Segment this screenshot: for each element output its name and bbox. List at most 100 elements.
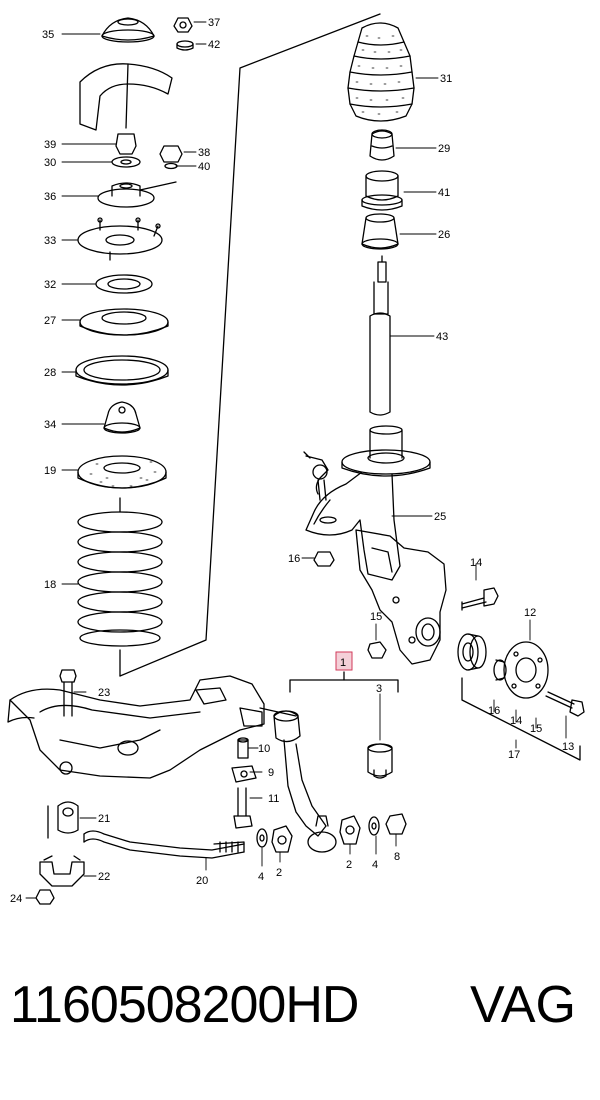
callout-bracket [289, 671, 399, 693]
callout-26: 26 [438, 229, 450, 241]
callout-41: 41 [438, 187, 450, 199]
nut [173, 17, 193, 33]
strut-mount-plate [77, 217, 163, 261]
rubber-bushing [339, 815, 361, 845]
callout-35: 35 [42, 29, 54, 41]
callout-28: 28 [44, 367, 56, 379]
callout-19: 19 [44, 465, 56, 477]
dome-cap [101, 17, 155, 43]
callout-10: 10 [258, 743, 270, 755]
bolt [59, 669, 77, 717]
callout-17: 17 [508, 749, 520, 761]
callout-20: 20 [196, 875, 208, 887]
callout-34: 34 [44, 419, 56, 431]
nut [385, 813, 407, 835]
callout-13: 13 [562, 741, 574, 753]
highlight-box [335, 651, 353, 671]
bushing-sleeve [237, 737, 249, 759]
washer [164, 162, 178, 170]
part-code: 1160508200HD [10, 976, 359, 1034]
stabilizer-bushing [47, 801, 79, 839]
callout-3: 3 [376, 683, 382, 695]
callout-12: 12 [524, 607, 536, 619]
callout-15: 15 [530, 723, 542, 735]
callout-16: 16 [488, 705, 500, 717]
callout-4: 4 [258, 871, 264, 883]
callout-24: 24 [10, 893, 22, 905]
washer [111, 156, 141, 168]
callout-38: 38 [198, 147, 210, 159]
ball-joint [303, 451, 329, 501]
nut [313, 551, 335, 567]
wheel-hub [493, 641, 549, 699]
upper-spring-plate [79, 308, 169, 336]
callout-21: 21 [98, 813, 110, 825]
callout-23: 23 [98, 687, 110, 699]
nut [367, 641, 387, 659]
washer [368, 816, 380, 836]
suspension-exploded-diagram: 35 37 42 31 39 38 30 40 29 36 41 33 26 3… [7, 13, 585, 905]
bellows-boot [347, 22, 415, 122]
callout-11: 11 [268, 793, 279, 805]
callout-15: 15 [370, 611, 382, 623]
shock-absorber [369, 255, 391, 416]
washer [176, 40, 194, 51]
strut-housing [305, 425, 431, 581]
nut [115, 133, 137, 155]
callout-14: 14 [470, 557, 482, 569]
callout-bracket [461, 677, 581, 761]
callout-27: 27 [44, 315, 56, 327]
callout-36: 36 [44, 191, 56, 203]
connector-line [119, 13, 381, 677]
callout-30: 30 [44, 157, 56, 169]
nut [159, 145, 183, 163]
steering-knuckle [355, 529, 447, 665]
bolt [233, 787, 253, 829]
stabilizer-clamp [39, 855, 85, 887]
callout-18: 18 [44, 579, 56, 591]
callout-16: 16 [288, 553, 300, 565]
bump-stop [103, 401, 141, 434]
mount-bushing [361, 170, 403, 211]
callout-43: 43 [436, 331, 448, 343]
lower-bushing [361, 213, 399, 250]
rubber-bushing [271, 825, 293, 853]
spring-pad [77, 455, 167, 489]
strut-bearing [97, 181, 177, 208]
coil-spring [77, 497, 163, 647]
part-info-footer: 1160508200HD VAG [0, 975, 600, 1085]
bolt [461, 587, 499, 611]
strut-shield [79, 63, 173, 131]
bolt [545, 691, 585, 717]
washer [256, 828, 268, 848]
control-arm-bushing [367, 743, 393, 779]
callout-9: 9 [268, 767, 274, 779]
strut-buffer [369, 129, 395, 161]
spring-isolator [75, 355, 169, 386]
callout-2: 2 [346, 859, 352, 871]
callout-32: 32 [44, 279, 56, 291]
subframe [7, 675, 265, 779]
callout-37: 37 [208, 17, 220, 29]
callout-31: 31 [440, 73, 452, 85]
callout-8: 8 [394, 851, 400, 863]
wheel-bearing [457, 633, 487, 671]
nut [35, 889, 55, 905]
leader-lines [25, 21, 567, 899]
callout-25: 25 [434, 511, 446, 523]
callout-14: 14 [510, 715, 522, 727]
callout-40: 40 [198, 161, 210, 173]
callout-33: 33 [44, 235, 56, 247]
control-arm [259, 707, 337, 853]
stabilizer-bar [83, 830, 245, 859]
callout-1: 1 [340, 657, 346, 669]
spring-seat-ring [95, 274, 153, 294]
callout-29: 29 [438, 143, 450, 155]
brand-name: VAG [470, 976, 576, 1034]
callout-42: 42 [208, 39, 220, 51]
retaining-clip [231, 765, 257, 783]
callout-22: 22 [98, 871, 110, 883]
callout-2: 2 [276, 867, 282, 879]
callout-39: 39 [44, 139, 56, 151]
callout-4: 4 [372, 859, 378, 871]
